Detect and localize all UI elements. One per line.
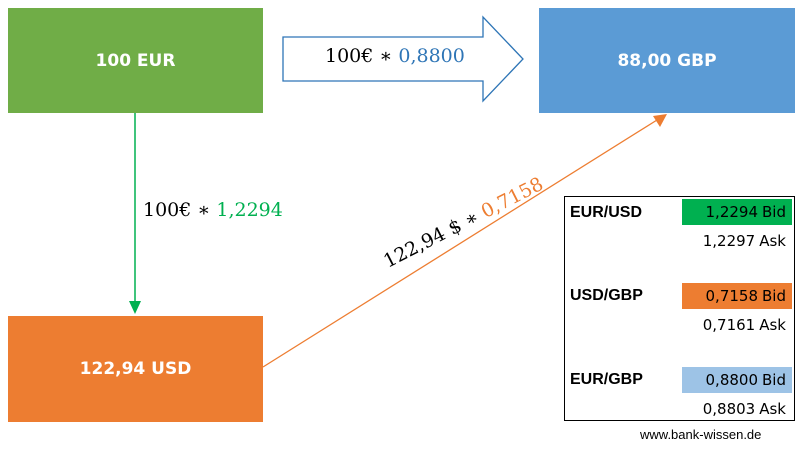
- usd-node-label: 122,94 USD: [79, 359, 192, 379]
- usd-node: 122,94 USD: [8, 316, 263, 422]
- ask-value: 0,7161: [702, 316, 756, 334]
- bid-value: 0,7158: [705, 287, 759, 305]
- rate-pair-eur-usd: EUR/USD: [570, 204, 643, 221]
- eur-usd-arrow-head: [129, 301, 141, 314]
- direct-formula-op: ∗: [379, 45, 393, 67]
- bid-label: Bid: [762, 203, 786, 221]
- bid-value: 0,8800: [705, 371, 759, 389]
- ask-value: 1,2297: [702, 232, 756, 250]
- usd-gbp-arrow-head: [653, 114, 667, 127]
- gbp-node-label: 88,00 GBP: [617, 50, 717, 71]
- ask-label: Ask: [759, 232, 786, 250]
- gbp-node: 88,00 GBP: [539, 8, 795, 113]
- ask-label: Ask: [759, 316, 786, 334]
- direct-formula-base: 100€: [325, 45, 374, 67]
- usd-gbp-arrow-line: [262, 119, 658, 368]
- direct-formula-rate: 0,8800: [398, 45, 465, 67]
- bid-label: Bid: [762, 371, 786, 389]
- eur-usd-formula-op: ∗: [197, 199, 211, 221]
- eur-usd-formula-rate: 1,2294: [216, 199, 283, 221]
- eur-usd-formula-base: 100€: [143, 199, 192, 221]
- ask-value: 0,8803: [702, 400, 756, 418]
- eur-node: 100 EUR: [8, 8, 263, 113]
- eur-usd-formula: 100€ ∗ 1,2294: [143, 199, 283, 221]
- eur-node-label: 100 EUR: [95, 50, 176, 71]
- bid-label: Bid: [762, 287, 786, 305]
- bid-value: 1,2294: [705, 203, 759, 221]
- direct-block-arrow: [282, 15, 524, 103]
- rate-pair-eur-gbp: EUR/GBP: [570, 371, 643, 388]
- direct-formula: 100€ ∗ 0,8800: [325, 45, 465, 67]
- ask-label: Ask: [759, 400, 786, 418]
- source-watermark: www.bank-wissen.de: [640, 427, 762, 442]
- rate-pair-usd-gbp: USD/GBP: [570, 287, 643, 304]
